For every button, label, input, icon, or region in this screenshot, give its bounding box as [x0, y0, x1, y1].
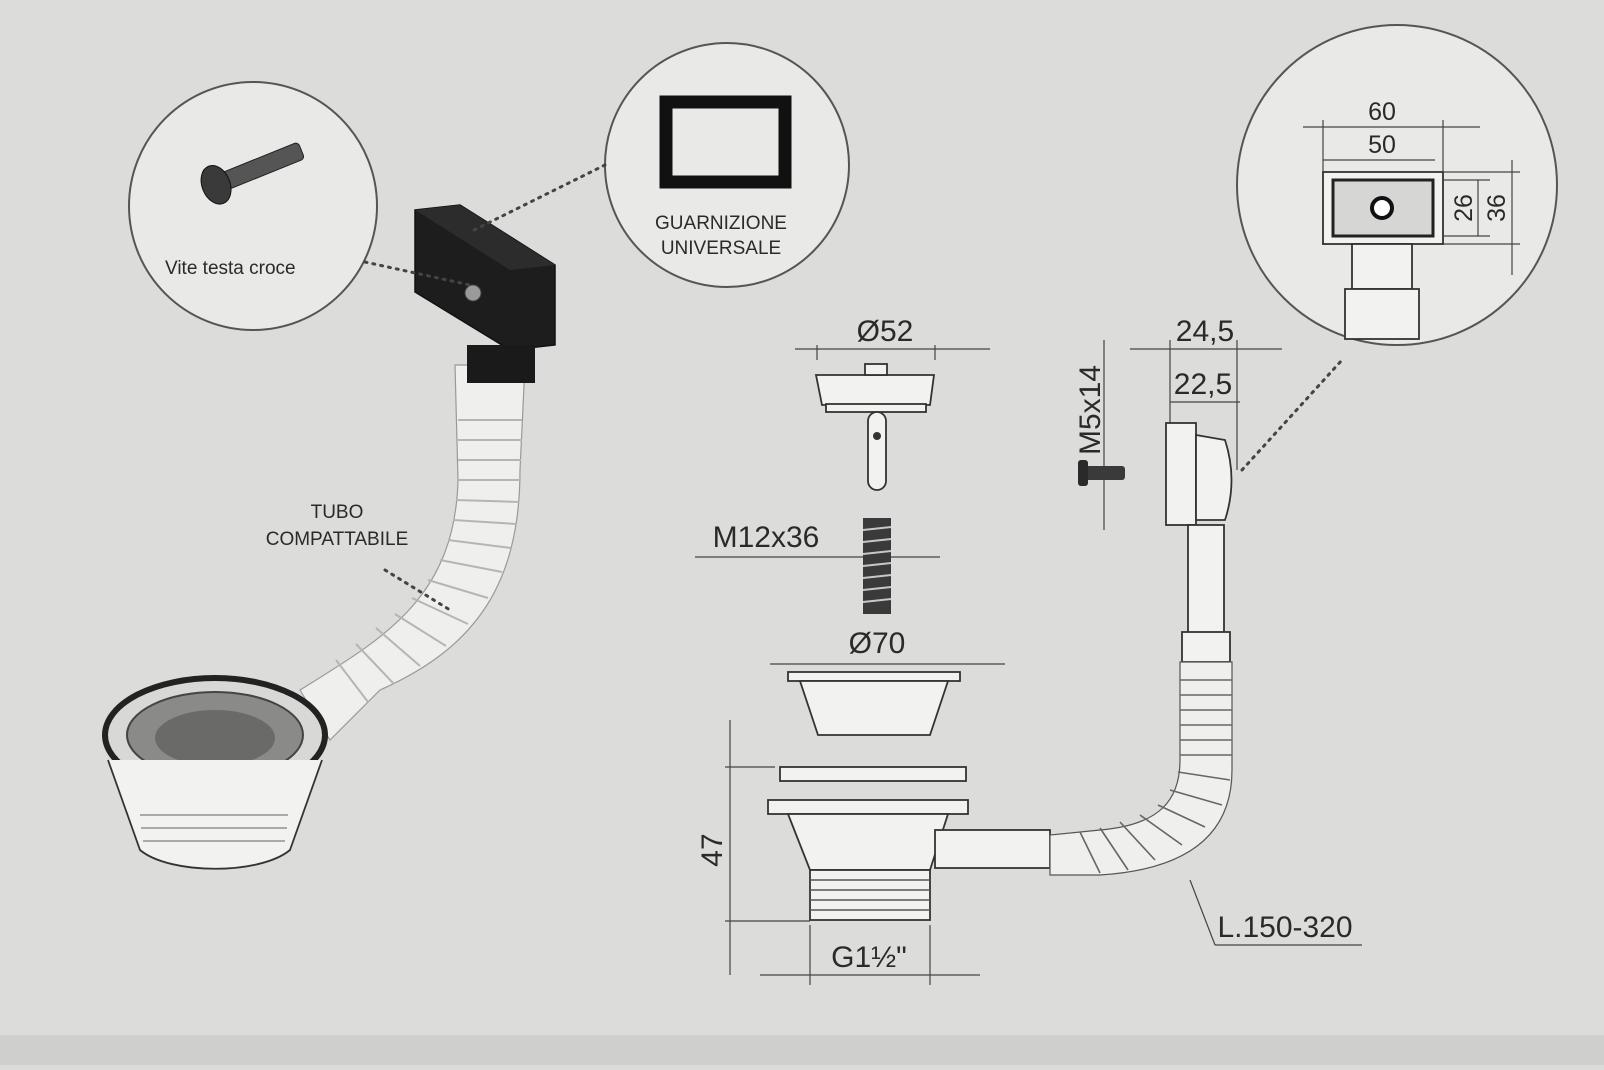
overflow-screw-head: [1078, 460, 1088, 486]
dim-strainer-diameter: Ø52: [857, 315, 914, 348]
detail-overflow-screw: [1370, 196, 1394, 220]
bolt-thread: [862, 526, 892, 603]
strainer-knob: [864, 363, 888, 376]
strainer-cap: [814, 374, 936, 406]
head-screw: [464, 284, 482, 302]
dim-overflow-height-inner: 26: [1450, 194, 1478, 222]
overflow-side-view: M5x14 24,5 22,5 L.150-320: [1049, 315, 1362, 946]
exploded-view: Ø52 M12x36 Ø70: [695, 315, 1051, 985]
hose-leader: [383, 568, 452, 612]
stem-hole: [873, 432, 881, 440]
hose-label-line2: COMPATTABILE: [266, 529, 409, 550]
dim-hose-length: L.150-320: [1217, 911, 1352, 944]
overflow-pipe: [1187, 524, 1225, 636]
overflow-neck: [467, 345, 535, 383]
body-bowl: [786, 813, 950, 871]
overflow-coupler: [1181, 631, 1231, 663]
callout-screw: Vite testa croce: [128, 81, 472, 331]
body-thread-lines: [810, 879, 930, 911]
return-hose: [1049, 661, 1233, 876]
screw-icon: [200, 142, 305, 205]
callout-hose: TUBO COMPATTABILE: [266, 502, 452, 612]
dim-flange-diameter: Ø70: [849, 627, 906, 660]
callout-gasket: GUARNIZIONE UNIVERSALE: [468, 42, 850, 288]
basket-flange: [787, 671, 961, 682]
return-hose-ribs: [1079, 679, 1232, 874]
detail-pipe-upper: [1351, 243, 1413, 290]
overflow-detail: 60 50 26 36: [1236, 24, 1558, 346]
detail-leader: [1240, 358, 1344, 472]
gasket-leader: [468, 163, 607, 234]
dim-body-height: 47: [696, 833, 729, 866]
body-flange: [767, 799, 969, 815]
dim-thread: G1½": [831, 941, 907, 974]
hose-length-leader: [1189, 879, 1216, 946]
hose-label-line1: TUBO: [311, 502, 364, 523]
strainer-stem: [867, 411, 887, 491]
body-top-ring: [779, 766, 967, 782]
gasket-icon: [659, 95, 792, 189]
strainer-flange: [825, 403, 927, 413]
dim-overflow-depth-outer: 24,5: [1176, 315, 1234, 348]
dim-overflow-height-outer: 36: [1483, 194, 1511, 222]
detail-pipe-lower: [1344, 288, 1420, 340]
hose-ribs: [335, 419, 522, 703]
dim-overflow-screw: M5x14: [1074, 365, 1107, 455]
overflow-screw: [1083, 466, 1125, 480]
screw-leader: [363, 260, 472, 287]
bottom-band: [0, 1035, 1604, 1065]
overflow-head-top: [415, 205, 555, 270]
body-thread: [809, 869, 931, 921]
dim-overflow-width-inner: 50: [1368, 131, 1396, 159]
screw-callout-circle: [128, 81, 378, 331]
strainer-inner: [155, 710, 275, 766]
corrugated-hose: [299, 364, 526, 741]
basket-body: [798, 680, 950, 736]
dim-overflow-width-outer: 60: [1368, 98, 1396, 126]
overflow-cap: [1195, 433, 1233, 521]
outlet-pipe: [934, 829, 1051, 869]
screw-label: Vite testa croce: [165, 258, 296, 279]
gasket-label-line2: UNIVERSALE: [661, 238, 781, 259]
product-illustration: [102, 204, 556, 870]
strainer-thread: [140, 814, 288, 842]
gasket-label-line1: GUARNIZIONE: [655, 213, 787, 234]
dim-bolt: M12x36: [713, 521, 820, 554]
dim-overflow-depth-inner: 22,5: [1174, 368, 1232, 401]
overflow-face: [1165, 422, 1197, 526]
